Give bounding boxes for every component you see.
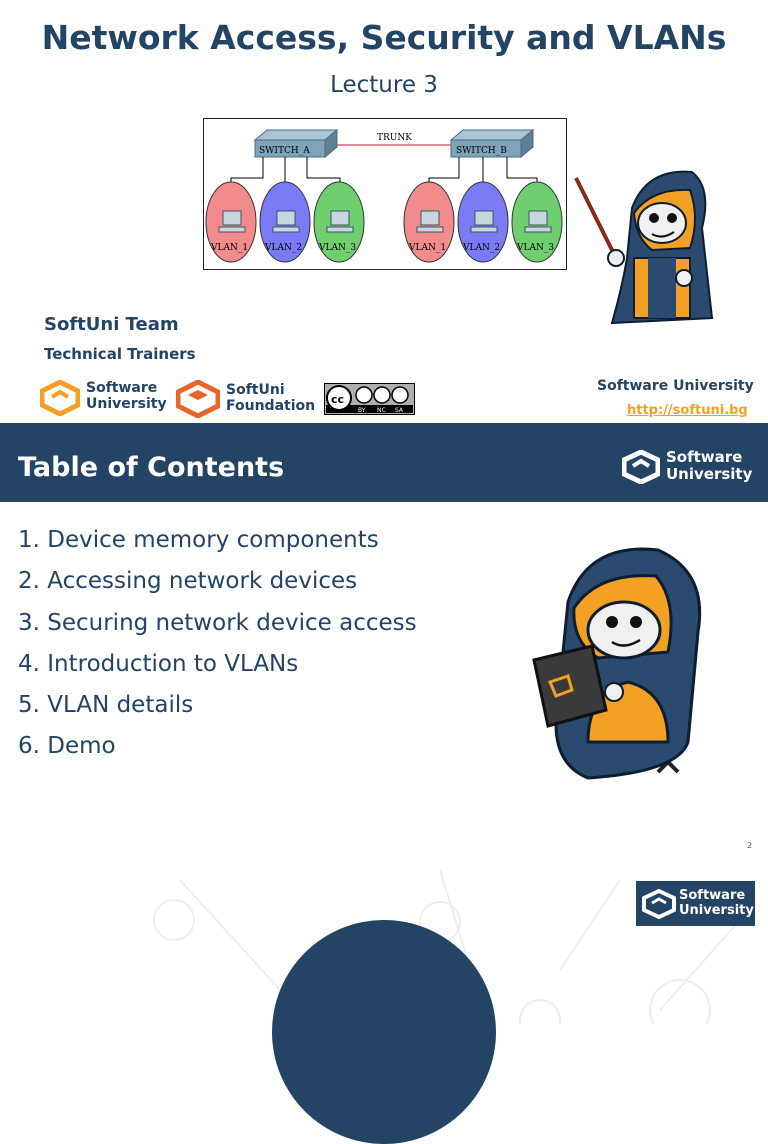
vlan-label: VLAN_3 <box>516 243 554 253</box>
vlan-label: VLAN_1 <box>210 243 248 253</box>
toc-list: 1. Device memory components 2. Accessing… <box>18 524 417 772</box>
slide-title: Network Access, Security and VLANs <box>41 18 727 57</box>
trunk-label: TRUNK <box>377 133 412 143</box>
toc-item[interactable]: 5. VLAN details <box>18 692 194 719</box>
svg-text:cc: cc <box>331 393 344 406</box>
switch-a-label: SWITCH_A <box>259 146 310 156</box>
pc-icons <box>218 210 552 233</box>
switch-b-icon: SWITCH_B <box>449 128 535 159</box>
toc-item[interactable]: 3. Securing network device access <box>18 609 417 636</box>
vlan-label: VLAN_3 <box>318 243 356 253</box>
author-role: Technical Trainers <box>44 345 196 363</box>
page-number: 2 <box>747 841 753 850</box>
toc-item[interactable]: 2. Accessing network devices <box>18 568 358 595</box>
author-team: SoftUni Team <box>44 314 179 335</box>
softuni-logo-line2: University <box>86 396 167 412</box>
cc-label: NC <box>377 407 386 414</box>
vlan-label: VLAN_2 <box>264 243 302 253</box>
switch-a-icon: SWITCH_A <box>253 128 339 159</box>
foundation-logo-icon <box>176 380 220 418</box>
cc-label: BY <box>358 407 366 414</box>
decorative-circle <box>272 920 496 1144</box>
wizard-mascot-pointer <box>574 170 714 325</box>
softuni-logo: Software University <box>40 378 170 418</box>
footer-logo-icon <box>642 889 676 919</box>
softuni-logo-icon <box>40 380 80 416</box>
header-logo-icon <box>622 450 660 484</box>
toc-item[interactable]: 6. Demo <box>18 733 116 760</box>
header-softuni-logo: Software University <box>622 448 752 488</box>
toc-item[interactable]: 1. Device memory components <box>18 527 379 553</box>
organization-name: Software University <box>597 378 754 394</box>
foundation-logo-line1: SoftUni <box>226 382 285 398</box>
softuni-foundation-logo: SoftUni Foundation <box>176 380 316 420</box>
creative-commons-badge: cc BY NC SA <box>324 383 415 415</box>
wizard-mascot-laptop <box>532 547 702 780</box>
background-network-pattern <box>153 869 741 1024</box>
toc-item[interactable]: 4. Introduction to VLANs <box>18 650 299 677</box>
toc-title: Table of Contents <box>18 452 285 483</box>
foundation-logo-line2: Foundation <box>226 398 316 414</box>
switch-b-label: SWITCH_B <box>456 146 507 156</box>
footer-logo-line1: Software <box>679 888 746 903</box>
organization-link[interactable]: http://softuni.bg <box>627 403 748 418</box>
slide-subtitle: Lecture 3 <box>330 72 438 98</box>
vlan-label: VLAN_1 <box>408 243 446 253</box>
vlan-label: VLAN_2 <box>462 243 500 253</box>
vlan-diagram: TRUNK SWITCH_A SWITCH_B <box>203 118 567 270</box>
header-logo-line2: University <box>666 465 753 483</box>
footer-logo-line2: University <box>679 903 754 918</box>
softuni-logo-line1: Software <box>86 380 158 396</box>
footer-softuni-logo: Software University <box>636 881 755 926</box>
header-logo-line1: Software <box>666 448 743 466</box>
cc-label: SA <box>395 407 404 414</box>
